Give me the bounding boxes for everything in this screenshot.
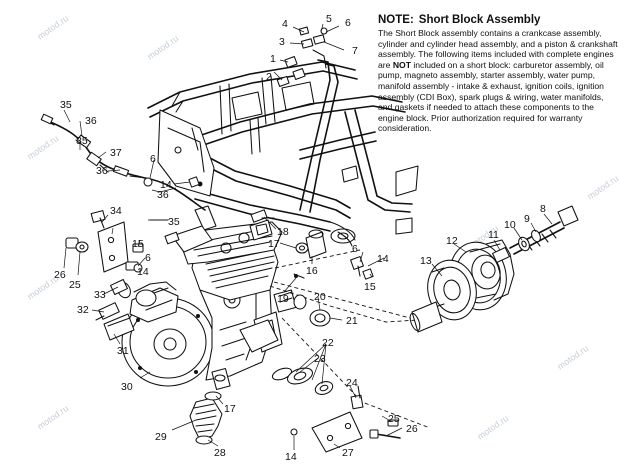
callout-numbers: 4 3 5 6 7 1 2 35 36 35 37 36 6 14 36 35 … [54,13,546,463]
callout-4: 4 [282,18,288,30]
engine-block [121,219,297,387]
watermark-text: motod.ru [585,173,620,202]
sleeve-31 [103,313,135,341]
callout-17-upper: 17 [268,238,280,250]
lower-bracket [290,385,401,453]
callout-34: 34 [110,205,122,217]
water-fittings [197,181,327,279]
callout-9: 9 [524,213,530,225]
callout-19: 19 [277,293,289,305]
watermark-text: motod.ru [35,403,70,432]
callout-8: 8 [540,203,546,215]
callout-13: 13 [420,255,432,267]
callout-6: 6 [345,17,351,29]
seal-rings [271,367,334,395]
heat-shield [157,109,215,197]
note-body-part-2: included on a short block: carburetor as… [378,59,604,134]
callout-15-left: 15 [132,238,144,250]
watermark-text: motod.ru [35,13,70,42]
callout-20: 20 [314,291,326,303]
watermark-text: motod.ru [145,33,180,62]
callout-35-mid: 35 [76,135,88,147]
callout-32: 32 [77,304,89,316]
callout-27: 27 [342,447,354,459]
frame [147,61,419,247]
callout-33: 33 [94,289,106,301]
callout-11: 11 [488,229,499,241]
note-body-part-1: The Short Block assembly contains a cran… [378,28,618,70]
rear-mount-hardware [276,26,339,213]
callout-29: 29 [155,431,167,443]
watermark-text: motod.ru [475,413,510,442]
callout-7: 7 [352,45,358,57]
callout-36-top: 36 [85,115,97,127]
callout-21: 21 [346,315,358,327]
callout-23: 23 [314,353,326,365]
callout-36-low: 36 [157,189,169,201]
callout-5: 5 [326,13,332,25]
callout-6-right: 6 [352,243,358,255]
callout-16: 16 [306,265,318,277]
note-title-lead: NOTE: [378,14,414,26]
note-title: NOTE: Short Block Assembly [378,14,620,27]
callout-17-lower: 17 [224,403,236,415]
callout-30: 30 [121,381,133,393]
callout-26-left: 26 [54,269,66,281]
callout-14-bottom: 14 [285,451,297,463]
callout-10: 10 [504,219,516,231]
short-block-note: NOTE: Short Block Assembly The Short Bloc… [378,14,620,134]
callout-6-left: 6 [150,153,156,165]
watermark-text: motod.ru [25,133,60,162]
small-fasteners [133,176,374,280]
callout-24: 24 [346,377,358,389]
callout-37: 37 [110,147,122,159]
callout-12: 12 [446,235,458,247]
note-title-text: Short Block Assembly [418,14,541,26]
drive-clutch [409,239,515,333]
leader-lines [63,23,553,450]
watermark-text: motod.ru [555,343,590,372]
callout-35-top: 35 [60,99,72,111]
callout-15-right: 15 [364,281,376,293]
note-body: The Short Block assembly contains a cran… [378,28,620,134]
callout-22: 22 [322,337,334,349]
throttle-cable [40,113,206,221]
callout-36-mid: 36 [96,165,108,177]
callout-31: 31 [117,345,129,357]
callout-26-right: 26 [406,423,418,435]
callout-6-mid: 6 [145,252,151,264]
coolant-hose [189,367,231,445]
callout-14-mid: 14 [137,266,149,278]
callout-28: 28 [214,447,226,459]
crank-axis [269,249,431,429]
callout-25-left: 25 [69,279,81,291]
callout-3: 3 [279,36,285,48]
callout-18: 18 [277,226,289,238]
note-body-emphasis: NOT [392,59,411,70]
callout-14-right: 14 [377,253,389,265]
callout-14-upper: 14 [160,179,172,191]
clutch-bolt [492,205,579,264]
callout-1: 1 [270,53,276,65]
callout-25-right: 25 [388,413,400,425]
callout-35-low: 35 [168,216,180,228]
callout-2: 2 [266,71,272,83]
